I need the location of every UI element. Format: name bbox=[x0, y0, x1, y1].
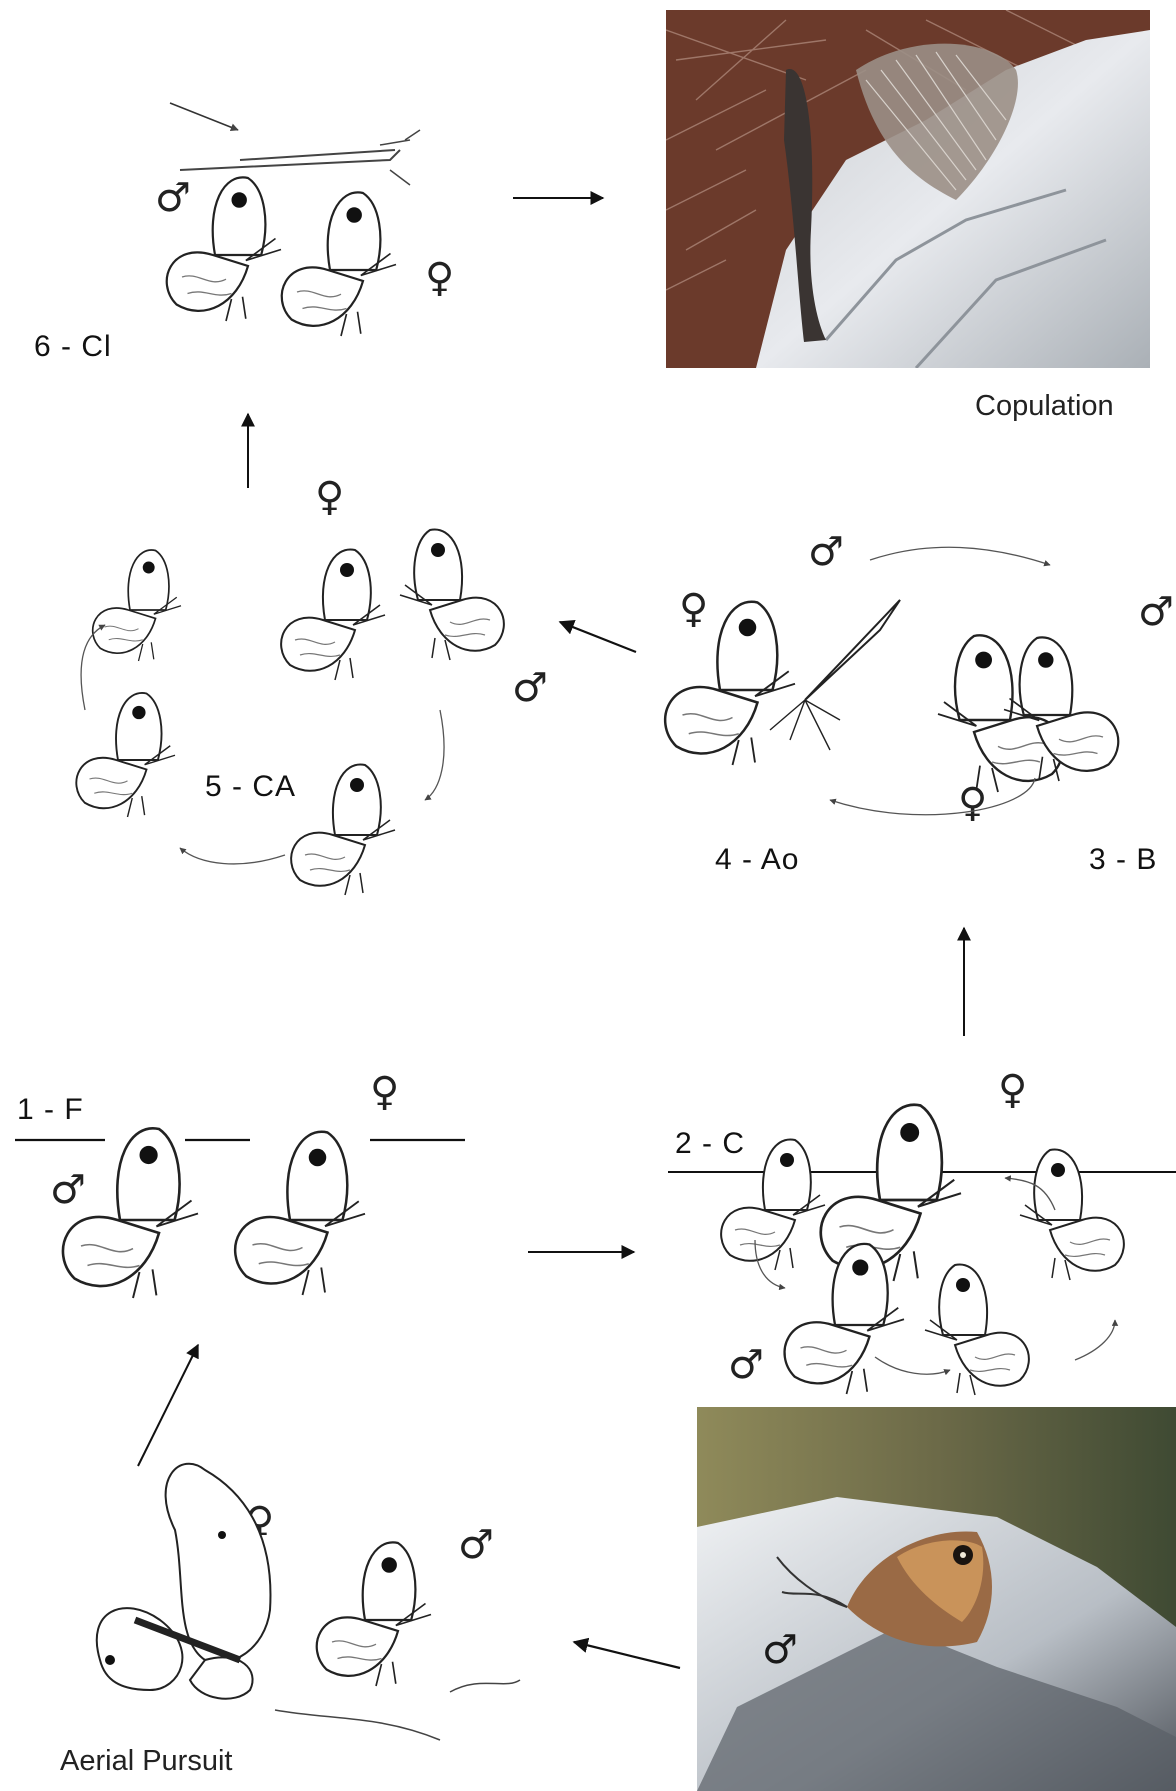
stage-5-drawing bbox=[76, 529, 504, 895]
flow-arrows bbox=[138, 198, 964, 1668]
aerial-pursuit-drawing bbox=[97, 1464, 520, 1740]
stage-1-drawing bbox=[15, 1128, 465, 1298]
stage-6-drawing bbox=[167, 103, 420, 336]
stage-4-3-drawing bbox=[665, 547, 1118, 814]
stage-2-drawing bbox=[668, 1105, 1176, 1395]
